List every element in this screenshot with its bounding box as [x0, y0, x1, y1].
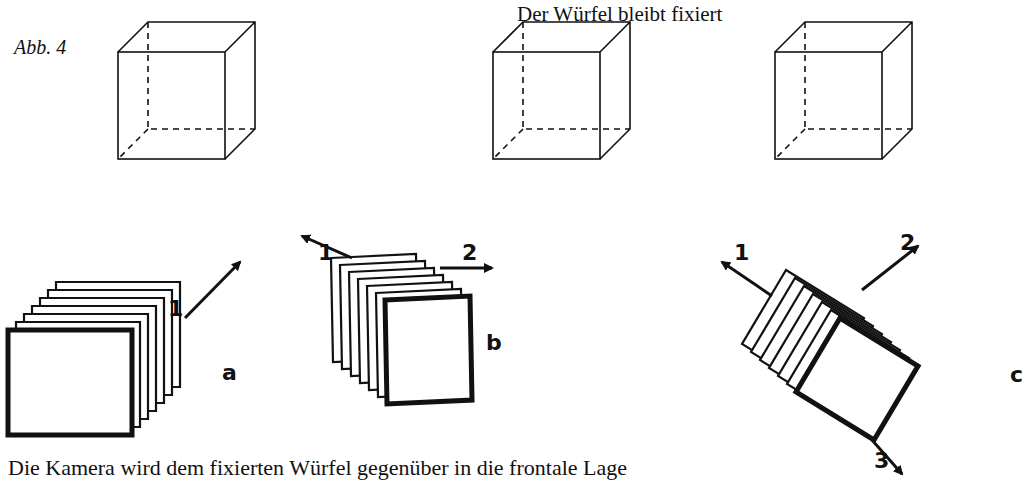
- axis-arrow: [872, 440, 902, 474]
- plate-stack: [331, 254, 472, 404]
- axis-arrow: [722, 262, 772, 296]
- wire-cube: [775, 22, 912, 159]
- axis-number: 1: [168, 296, 183, 321]
- figure-letter: b: [486, 330, 502, 355]
- axis-number: 1: [318, 240, 333, 265]
- axis-number: 3: [874, 448, 889, 473]
- figure-number: Abb. 4: [14, 36, 66, 59]
- axis-arrow: [185, 262, 240, 318]
- plate-stack: [742, 270, 918, 440]
- axis-arrow: [440, 267, 492, 270]
- axis-number: 2: [900, 230, 915, 255]
- axis-number: 2: [462, 240, 477, 265]
- axis-number: 1: [734, 240, 749, 265]
- body-text: Die Kamera wird dem fixierten Würfel geg…: [8, 455, 627, 481]
- figure-title: Der Würfel bleibt fixiert: [517, 2, 722, 27]
- wire-cube: [118, 22, 255, 159]
- plate-stack: [8, 282, 180, 435]
- wire-cube: [493, 22, 630, 159]
- figure-letter: a: [222, 360, 237, 385]
- figure-letter: c: [1010, 362, 1023, 387]
